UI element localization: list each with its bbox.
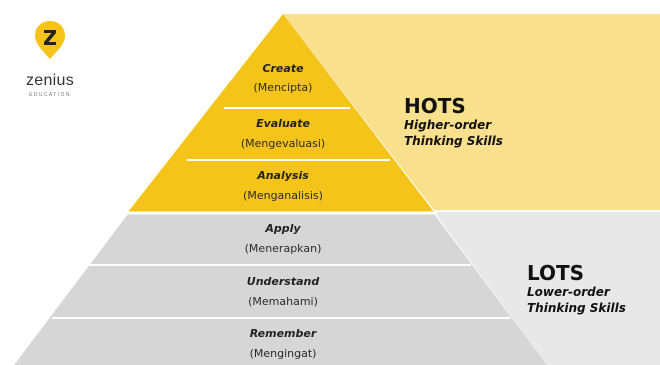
level-create-subtitle: (Mencipta) — [254, 81, 313, 94]
level-analysis-title: Analysis — [256, 169, 309, 182]
level-understand-subtitle: (Memahami) — [248, 295, 318, 308]
hots-label-group: HOTS Higher-order Thinking Skills — [404, 95, 503, 149]
hots-pyramid-section — [128, 14, 434, 212]
hots-subtitle-line2: Thinking Skills — [404, 134, 503, 148]
logo-tagline: EDUCATION — [29, 92, 71, 98]
zenius-logo: zenius EDUCATION — [18, 20, 98, 110]
level-apply-subtitle: (Menerapkan) — [245, 242, 322, 255]
hots-title: HOTS — [404, 94, 466, 118]
hots-band — [283, 14, 660, 210]
level-evaluate-title: Evaluate — [256, 117, 310, 130]
hots-subtitle-line1: Higher-order — [404, 118, 492, 132]
level-remember-title: Remember — [250, 327, 317, 340]
lots-pyramid-section — [14, 214, 547, 365]
lots-band — [434, 212, 660, 365]
logo-wordmark: zenius — [25, 72, 75, 89]
level-analysis-subtitle: (Menganalisis) — [243, 189, 323, 202]
lots-subtitle-line1: Lower-order — [527, 285, 610, 299]
lots-label-group: LOTS Lower-order Thinking Skills — [527, 262, 626, 316]
level-evaluate-subtitle: (Mengevaluasi) — [241, 137, 325, 150]
level-create-title: Create — [262, 62, 304, 75]
level-remember-subtitle: (Mengingat) — [250, 347, 317, 360]
level-apply-title: Apply — [264, 222, 301, 235]
lots-subtitle-line2: Thinking Skills — [527, 301, 626, 315]
level-understand-title: Understand — [247, 275, 320, 288]
zenius-badge-icon — [35, 21, 65, 59]
lots-title: LOTS — [527, 261, 585, 285]
